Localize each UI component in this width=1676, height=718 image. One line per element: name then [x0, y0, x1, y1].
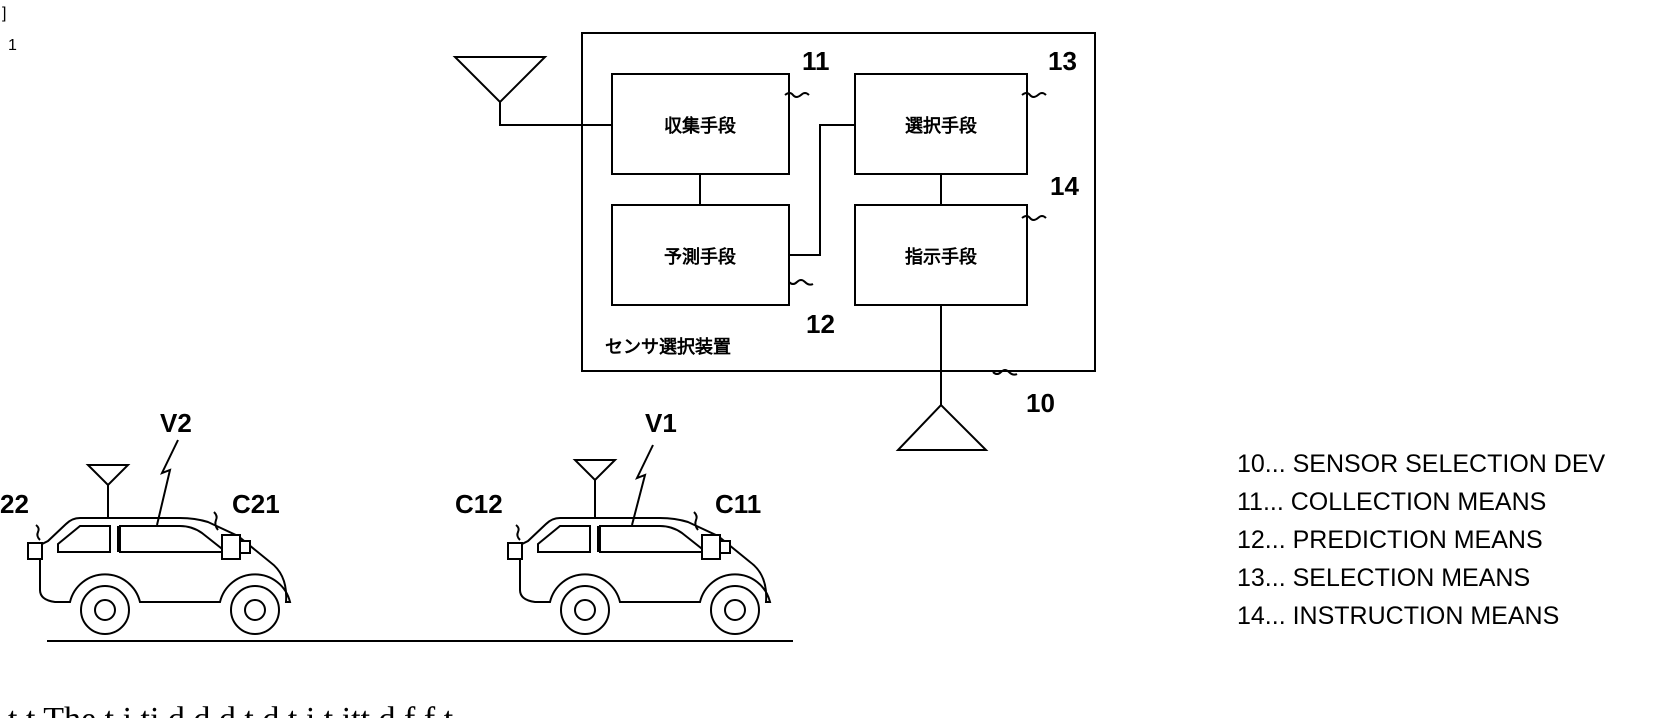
ref-13: 13 [1048, 46, 1077, 76]
body-text-fragment: t t The t i ti d d d t d t i t itt d f f… [8, 701, 454, 718]
camera-c21-label: C21 [232, 489, 280, 519]
prediction-block-label: 予測手段 [664, 246, 737, 268]
vehicle-v1: V1 C12 C11 [455, 408, 770, 634]
antenna-icon [455, 57, 545, 102]
legend-item: 10... SENSOR SELECTION DEV [1237, 450, 1605, 478]
camera-front [702, 535, 720, 559]
ref-14: 14 [1050, 171, 1079, 201]
selection-block-label: 選択手段 [905, 115, 978, 137]
legend-item: 11... COLLECTION MEANS [1237, 488, 1546, 516]
transmitter-antenna [898, 405, 986, 450]
camera-c11-label: C11 [715, 489, 761, 519]
c22-leader [36, 525, 40, 540]
car-hub-front [725, 600, 745, 620]
ref-11: 11 [802, 46, 830, 76]
camera-front-lens [240, 541, 250, 553]
camera-front-lens [720, 541, 730, 553]
device-label: センサ選択装置 [605, 336, 731, 358]
car-hub-rear [575, 600, 595, 620]
antenna-icon [88, 465, 128, 485]
v1-leader [632, 445, 653, 525]
legend-item: 13... SELECTION MEANS [1237, 564, 1530, 592]
instruction-block-label: 指示手段 [905, 246, 978, 268]
figure-number: 1 [8, 37, 17, 54]
collection-block-label: 収集手段 [664, 115, 737, 137]
car-hub-front [245, 600, 265, 620]
legend-item: 14... INSTRUCTION MEANS [1237, 602, 1559, 630]
v2-leader [157, 440, 178, 525]
camera-c12-label: C12 [455, 489, 503, 519]
camera-front [222, 535, 240, 559]
vehicle-v2: V2 22 C21 [0, 408, 290, 634]
car-hub-rear [95, 600, 115, 620]
ref-10: 10 [1026, 388, 1055, 418]
v1-label: V1 [645, 408, 677, 438]
ref-12: 12 [806, 309, 835, 339]
camera-22-label: 22 [0, 489, 29, 519]
sensor-selection-device: 収集手段 予測手段 選択手段 指示手段 センサ選択装置 11 13 14 12 … [582, 33, 1095, 418]
legend-item: 12... PREDICTION MEANS [1237, 526, 1543, 554]
camera-rear [508, 543, 522, 559]
c12-leader [516, 525, 520, 540]
v2-label: V2 [160, 408, 192, 438]
legend: 10... SENSOR SELECTION DEV 11... COLLECT… [1237, 450, 1605, 630]
corner-mark: ] [2, 5, 6, 22]
camera-rear [28, 543, 42, 559]
antenna-icon [898, 405, 986, 450]
antenna-icon [575, 460, 615, 480]
